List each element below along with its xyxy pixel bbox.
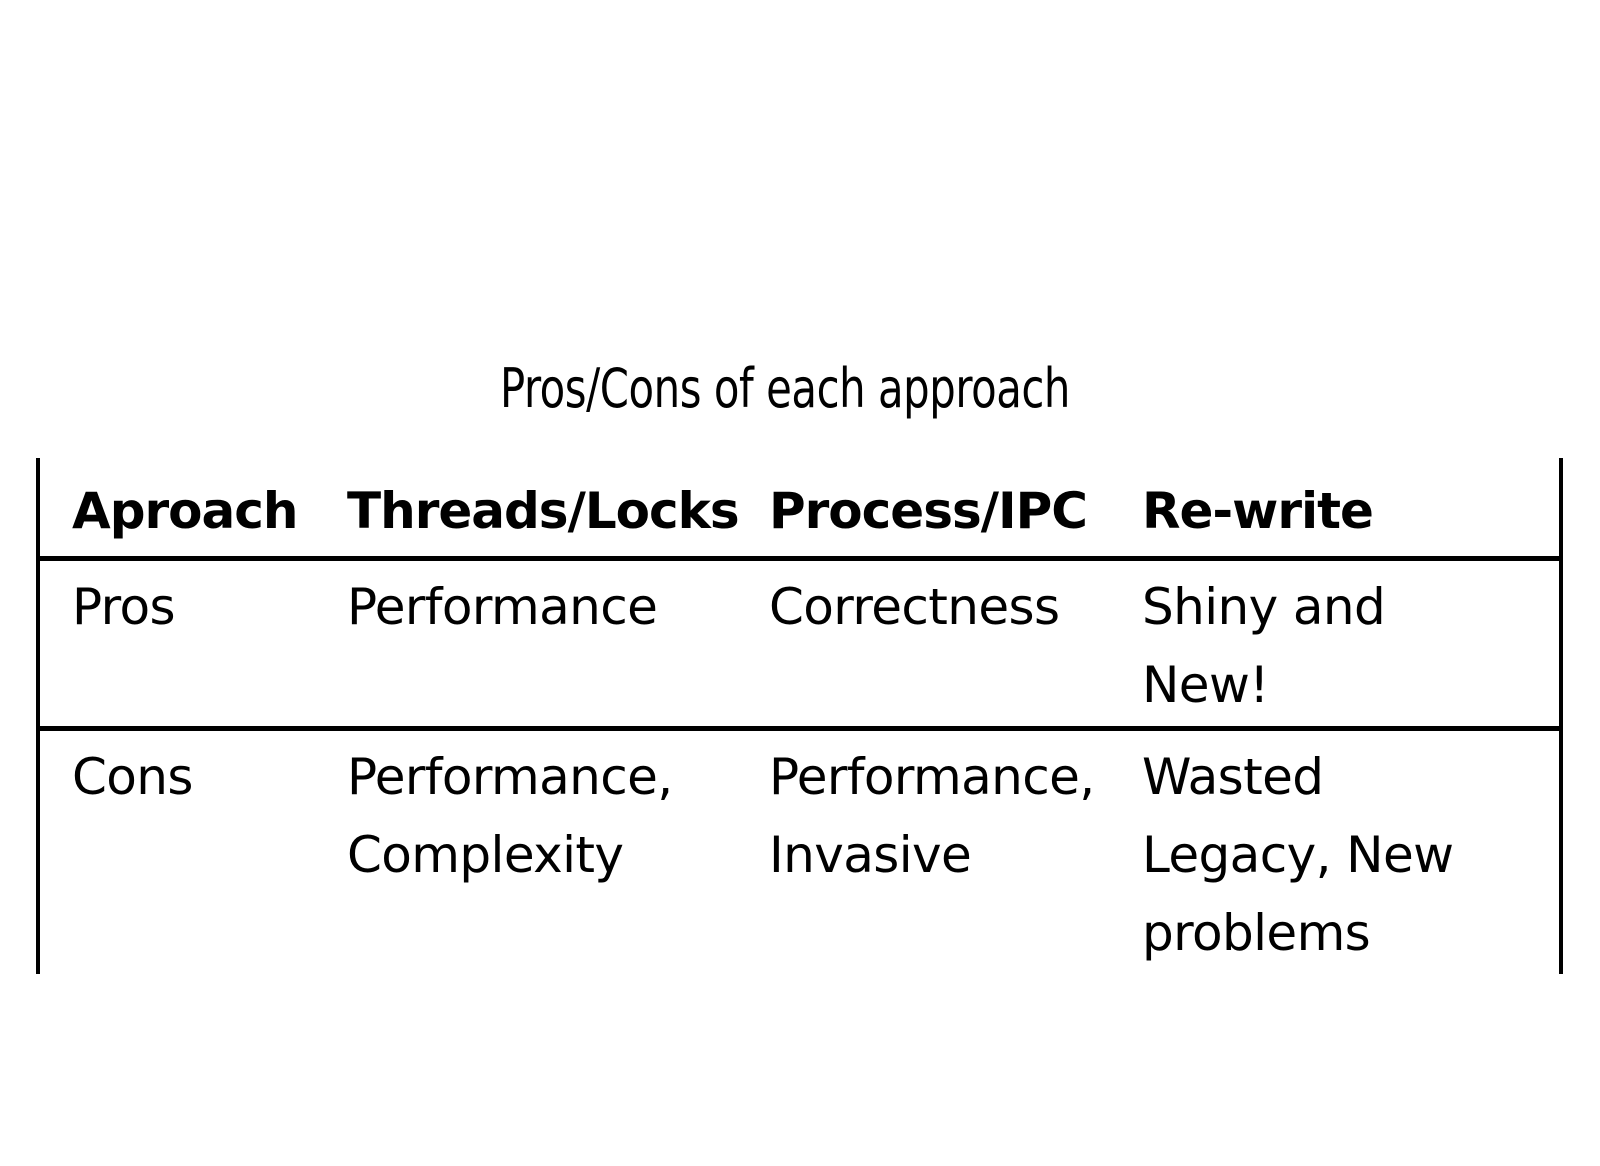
column-header-process-ipc: Process/IPC (761, 472, 1133, 556)
table-right-border (1559, 458, 1563, 974)
column-header-process-ipc-label: Process/IPC (769, 482, 1088, 540)
row-label-pros: Pros (72, 578, 176, 636)
cell-pros-threads-locks: Performance (347, 578, 658, 636)
cell-cons-re-write: Wasted Legacy, New problems (1142, 748, 1454, 962)
cell-pros-re-write: Shiny and New! (1142, 578, 1386, 714)
row-label-cons: Cons (72, 748, 193, 806)
cell-cons-process-ipc: Performance, Invasive (769, 748, 1095, 884)
column-header-approach: Aproach (36, 472, 336, 556)
column-header-approach-label: Aproach (72, 482, 298, 540)
table-header-divider (38, 556, 1561, 561)
pros-cons-table: Aproach Threads/Locks Process/IPC Re-wri… (36, 458, 1563, 974)
cell-pros-process-ipc: Correctness (769, 578, 1060, 636)
table-left-border (36, 458, 40, 974)
page-title: Pros/Cons of each approach (500, 357, 1070, 420)
table-row: Pros Performance Correctness Shiny and N… (36, 568, 1563, 726)
table-header-row: Aproach Threads/Locks Process/IPC Re-wri… (36, 472, 1563, 556)
table-row-divider (38, 726, 1561, 731)
column-header-re-write: Re-write (1133, 472, 1563, 556)
column-header-threads-locks: Threads/Locks (336, 472, 761, 556)
column-header-threads-locks-label: Threads/Locks (347, 482, 740, 540)
cell-cons-threads-locks: Performance, Complexity (347, 748, 673, 884)
column-header-re-write-label: Re-write (1142, 482, 1374, 540)
table-row: Cons Performance, Complexity Performance… (36, 738, 1563, 974)
